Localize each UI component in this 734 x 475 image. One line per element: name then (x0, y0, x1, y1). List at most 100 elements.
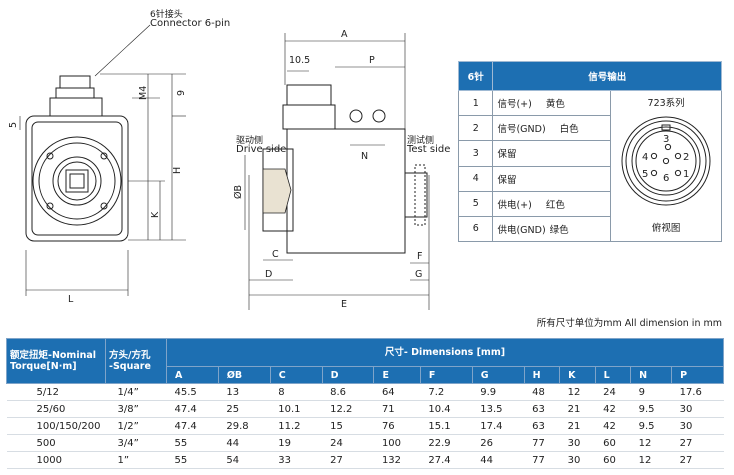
table-cell: 15 (322, 417, 374, 435)
pin-assignment-table: 6针 信号输出 1 信号(+)黄色 723系列 (457, 60, 722, 243)
table-cell: 9.5 (630, 417, 672, 435)
table-cell: 45.5 (166, 383, 219, 401)
dimension-letter-header: H (523, 366, 561, 384)
table-cell: 12 (559, 383, 596, 401)
dimension-letter-header: P (671, 366, 724, 384)
table-row: 1 信号(+)黄色 723系列 3 4 (457, 90, 722, 242)
signal-col-header: 信号输出 (492, 60, 722, 92)
table-cell: 8.6 (322, 383, 374, 401)
table-cell: 55 (166, 451, 219, 469)
table-cell: 100 (373, 434, 421, 452)
table-cell: 1000 (6, 451, 106, 469)
front-view-drawing: L H K M4 9 5 (8, 24, 187, 305)
dimension-letter-header: E (373, 366, 421, 384)
table-cell: 71 (373, 400, 421, 418)
connector-diagram: 723系列 3 4 2 6 (610, 90, 722, 242)
table-cell: 19 (270, 434, 323, 452)
dimensions-header: 尺寸- Dimensions [mm] (166, 338, 724, 367)
table-cell: 13 (218, 383, 271, 401)
square-header: 方头/方孔-Square (105, 338, 167, 384)
table-cell: 12.2 (322, 400, 374, 418)
table-cell: 3/8” (105, 400, 167, 418)
table-cell: 44 (218, 434, 271, 452)
table-cell: 17.4 (472, 417, 525, 435)
dim-label-5: 5 (8, 122, 19, 128)
dim-label-a: A (341, 29, 348, 40)
table-cell: 25/60 (6, 400, 106, 418)
dim-label-g: G (415, 269, 422, 280)
dim-label-d: D (265, 269, 272, 280)
dim-label-n: N (361, 151, 368, 162)
table-cell: 55 (166, 434, 219, 452)
table-cell: 27.4 (420, 451, 473, 469)
table-row: 2 信号(GND)白色 (457, 115, 722, 142)
table-row: 3 保留 (457, 140, 722, 167)
connector-pinout-icon: 3 4 2 6 5 1 (621, 116, 711, 206)
table-cell: 5/12 (6, 383, 106, 401)
table-cell: 30 (671, 400, 724, 418)
table-cell: 12 (630, 434, 672, 452)
table-cell: 63 (524, 400, 560, 418)
table-row: 4 保留 (457, 165, 722, 192)
table-cell: 21 (559, 417, 596, 435)
dim-label-b: ØB (233, 185, 244, 199)
table-cell: 27 (322, 451, 374, 469)
table-cell: 1/4” (105, 383, 167, 401)
table-cell: 64 (373, 383, 421, 401)
table-cell: 13.5 (472, 400, 525, 418)
pin-label-6: 6 (663, 173, 669, 184)
table-cell: 76 (373, 417, 421, 435)
table-cell: 24 (322, 434, 374, 452)
table-cell: 77 (524, 434, 560, 452)
table-cell: 26 (472, 434, 525, 452)
dimension-letter-header: ØB (217, 366, 271, 384)
table-cell: 47.4 (166, 400, 219, 418)
table-cell: 29.8 (218, 417, 271, 435)
pin-label-3: 3 (663, 134, 669, 145)
pin-label-4: 4 (642, 152, 648, 163)
table-cell: 8 (270, 383, 323, 401)
test-side-label-en: Test side (407, 144, 451, 155)
table-cell: 42 (595, 400, 631, 418)
table-cell: 11.2 (270, 417, 323, 435)
dimension-letter-header: D (321, 366, 375, 384)
table-cell: 44 (472, 451, 525, 469)
table-cell: 15.1 (420, 417, 473, 435)
table-cell: 9.5 (630, 400, 672, 418)
dimension-letter-header: L (594, 366, 632, 384)
table-cell: 3/4” (105, 434, 167, 452)
pin-label-1: 1 (683, 169, 689, 180)
test-side-label-cn: 测试侧 (407, 136, 435, 146)
connector-label-en: Connector 6-pin (150, 18, 231, 29)
dimension-letter-header: G (471, 366, 525, 384)
table-cell: 47.4 (166, 417, 219, 435)
signal-cell: 信号(+)黄色 (492, 90, 612, 117)
table-cell: 100/150/200 (6, 417, 106, 435)
dimension-letter-header: N (630, 366, 673, 384)
table-cell: 1/2” (105, 417, 167, 435)
table-cell: 60 (595, 451, 631, 469)
table-cell: 60 (595, 434, 631, 452)
table-row: 6 供电(GND)绿色 (457, 215, 722, 243)
pin-number: 1 (457, 90, 494, 117)
table-cell: 27 (671, 434, 724, 452)
dim-label-9: 9 (176, 90, 187, 96)
table-cell: 25 (218, 400, 271, 418)
connector-label-cn: 6针接头 (150, 10, 183, 20)
dim-label-10-5: 10.5 (289, 55, 310, 66)
table-cell: 77 (524, 451, 560, 469)
series-label: 723系列 (647, 98, 685, 110)
top-view-label: 俯视图 (651, 223, 681, 235)
table-cell: 30 (559, 434, 596, 452)
table-cell: 30 (671, 417, 724, 435)
pin-label-2: 2 (683, 152, 689, 163)
table-cell: 27 (671, 451, 724, 469)
table-cell: 12 (630, 451, 672, 469)
table-cell: 10.4 (420, 400, 473, 418)
